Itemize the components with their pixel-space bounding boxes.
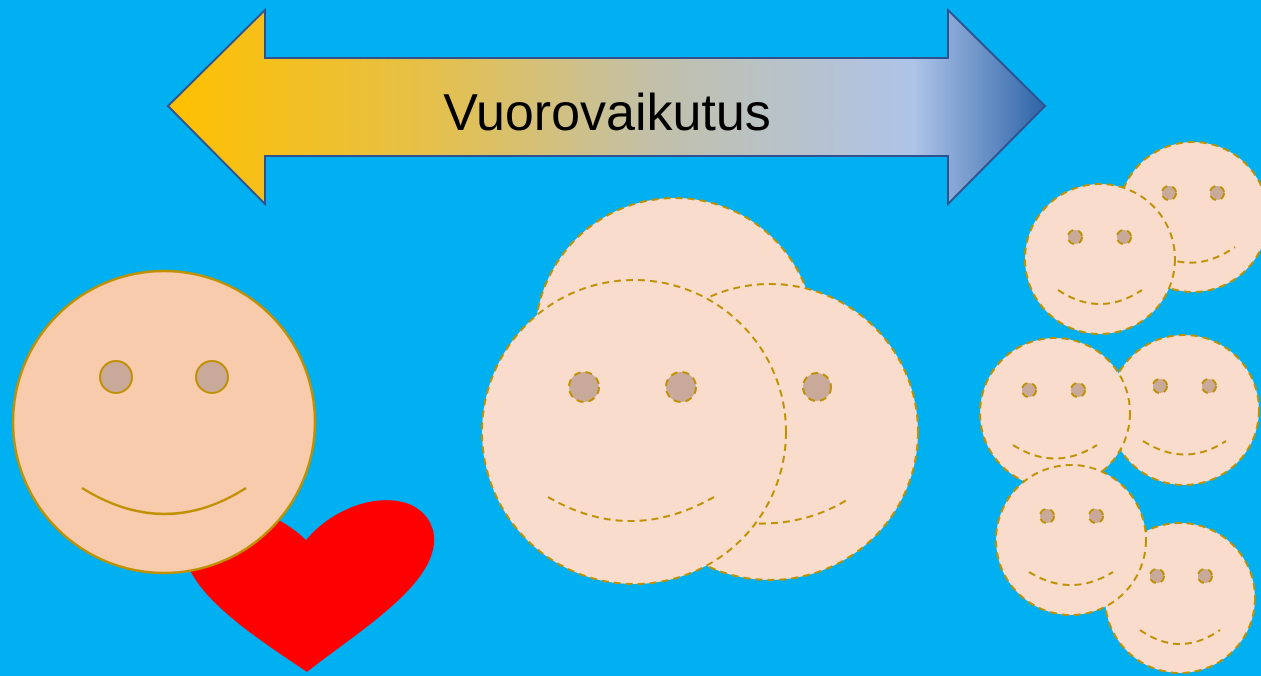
smiley-eye-right [1117,230,1131,244]
smiley-eye-right [1198,569,1212,583]
interaction-arrow: Vuorovaikutus [168,10,1045,204]
smiley-bottom-left [996,465,1146,615]
smiley-middle-right [1109,335,1259,485]
smiley-eye-left [1068,230,1082,244]
smiley-eye-left [569,372,599,402]
smiley-eye-left [1040,509,1054,523]
smiley-eye-left [100,361,132,393]
smiley-eye-left [1162,186,1176,200]
smiley-eye-right [1089,509,1103,523]
smiley-eye-right [666,372,696,402]
smiley-eye-right [196,361,228,393]
smiley-face [1025,184,1175,334]
smiley-top-left [1025,184,1175,334]
smiley-eye-left [1153,379,1167,393]
smiley-eye-left [1150,569,1164,583]
smiley-eye-right [1210,186,1224,200]
smiley-face [482,280,786,584]
smiley-face [980,338,1130,488]
smiley-single [13,271,315,573]
smiley-eye [803,373,831,401]
smiley-eye-left [1022,383,1036,397]
smiley-eye-right [1202,379,1216,393]
smiley-face [1109,335,1259,485]
smiley-face [996,465,1146,615]
smiley-face [13,271,315,573]
arrow-label: Vuorovaikutus [443,84,771,142]
smiley-front [482,280,786,584]
smiley-eye-right [1071,383,1085,397]
smiley-group-three [482,198,918,584]
smiley-middle-left [980,338,1130,488]
smiley-group-six [980,142,1261,673]
